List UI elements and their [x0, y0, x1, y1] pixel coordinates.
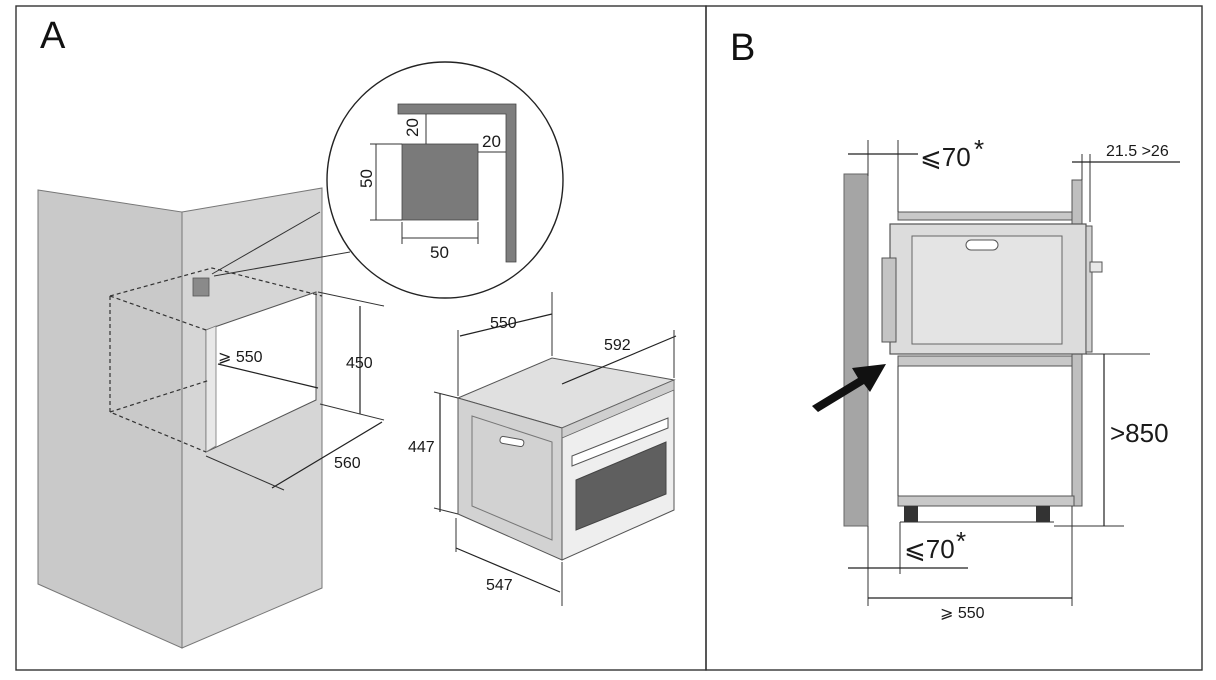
- oven-knob: [1089, 261, 1103, 273]
- vent-detail: 20 20 50 50: [211, 61, 564, 299]
- callout-line-2: [213, 251, 351, 277]
- dim-oven-width: 592: [604, 337, 631, 354]
- niche-dash-4: [109, 379, 211, 413]
- dim-width-ext: [205, 455, 285, 491]
- dim-vent-w: 50: [430, 243, 449, 262]
- dim-depth-min: ⩾ 550: [940, 605, 985, 622]
- dim-oven-depth-bottom-line: [455, 547, 561, 593]
- oven-side-handle: [499, 435, 525, 448]
- cabinet-top-shelf: [897, 211, 1073, 221]
- dim-height-min: >850: [1110, 418, 1169, 448]
- oven-back-vent: [881, 257, 897, 343]
- ext-4: [433, 391, 459, 399]
- niche-dash-1: [109, 295, 207, 331]
- panel-b-dimensions: ⩽70 * 21.5 >26 >850 ⩽70 * ⩾ 550: [848, 134, 1180, 622]
- panel-a: A 20 20: [15, 5, 707, 671]
- ext-5: [433, 507, 459, 515]
- dim-gap-top: ⩽70: [920, 142, 971, 172]
- oven-isometric: 550 592 447 547: [408, 292, 677, 606]
- oven-front-frame: [1085, 225, 1093, 353]
- dim-gap-bottom: ⩽70: [904, 534, 955, 564]
- niche-dash-2: [109, 267, 323, 297]
- vent-square-detail: [401, 143, 479, 221]
- dim-height-ext1: [317, 291, 385, 307]
- niche-inner-side: [205, 325, 217, 453]
- niche-dimensions: ⩾ 550 450 560: [205, 291, 385, 491]
- oven-side-view: [881, 223, 1103, 355]
- panel-a-letter: A: [40, 15, 66, 57]
- dim-vent-h: 50: [357, 169, 376, 188]
- panel-b: B ⩽70: [705, 5, 1203, 671]
- oven-body-panel: [911, 235, 1063, 345]
- dim-oven-depth-top-line: [459, 313, 553, 337]
- dim-front-offset: 21.5 >26: [1106, 143, 1169, 160]
- dim-vent-top: 20: [403, 118, 422, 137]
- cabinet-bottom-shelf: [897, 495, 1075, 507]
- dim-width-line: [271, 421, 383, 489]
- dim-oven-depth-bottom: 547: [486, 577, 513, 594]
- dim-vent-side: 20: [482, 132, 501, 151]
- dim-niche-height: 450: [346, 355, 373, 372]
- cabinet-foot-front: [1036, 506, 1050, 522]
- dim-oven-depth-top: 550: [490, 315, 517, 332]
- oven-control-strip: [561, 379, 675, 439]
- callout-line-1: [211, 211, 321, 275]
- dim-gap-bottom-mark: *: [956, 526, 966, 556]
- airflow-arrow: [812, 364, 886, 412]
- dim-oven-height: 447: [408, 439, 435, 456]
- dim-niche-depth: ⩾ 550: [218, 349, 263, 366]
- oven-side-panel: [471, 415, 553, 541]
- dim-height-ext2: [319, 403, 385, 421]
- wall: [843, 173, 869, 527]
- dim-oven-width-line: [561, 335, 677, 385]
- cabinet-left-face: [37, 189, 183, 649]
- oven-handle-side: [965, 239, 999, 251]
- cabinet-middle-shelf: [897, 355, 1073, 367]
- cabinet-foot-back: [904, 506, 918, 522]
- oven-door-handle: [571, 417, 669, 467]
- tall-cabinet: [37, 187, 323, 649]
- panel-b-frame: [705, 5, 1203, 671]
- dim-niche-width: 560: [334, 455, 361, 472]
- dim-gap-top-mark: *: [974, 134, 984, 164]
- oven-window: [575, 441, 667, 531]
- corner-profile: [397, 103, 517, 263]
- vent-opening: [192, 277, 210, 297]
- dim-depth-line: [217, 363, 319, 389]
- panel-b-letter: B: [730, 27, 755, 69]
